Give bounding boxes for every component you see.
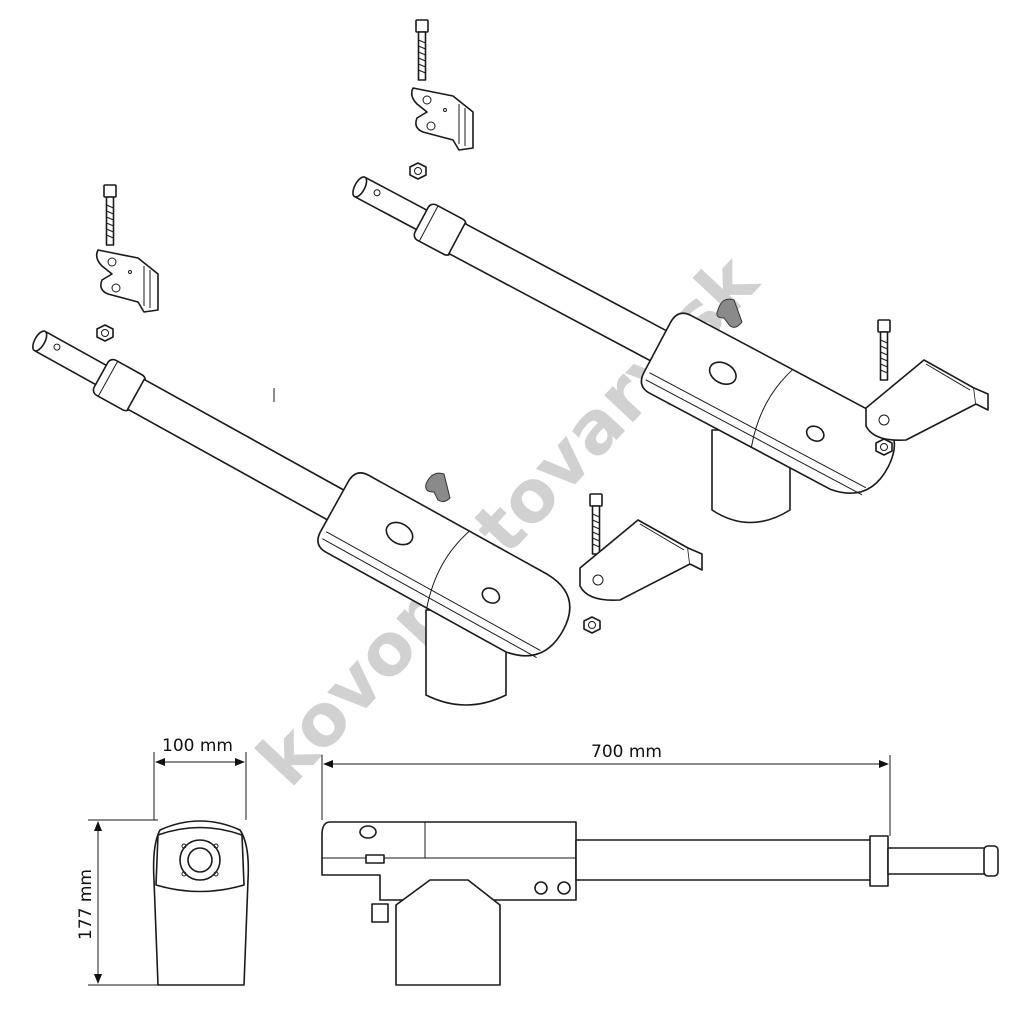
nut-upper-left [96,324,114,342]
bracket-top [410,87,474,151]
end-view [152,820,250,986]
bracket-upper-left [95,249,159,313]
dimension-length-label: 700 mm [591,742,662,762]
side-view [321,821,999,986]
dimension-length: 700 mm [321,742,891,836]
dimension-width-label: 100 mm [162,736,233,756]
bolt-right [877,319,891,381]
release-key-right-icon [716,298,743,328]
dimension-width: 100 mm [153,736,247,820]
nut-left [583,616,601,634]
bolt-upper-left [103,184,117,246]
nut-top [409,162,427,180]
release-key-left-icon [425,472,451,503]
dimension-height-label: 177 mm [76,869,96,940]
dimension-height: 177 mm [76,819,158,986]
bolt-left [589,493,603,555]
bolt-top [415,19,429,81]
nut-right [875,438,893,456]
